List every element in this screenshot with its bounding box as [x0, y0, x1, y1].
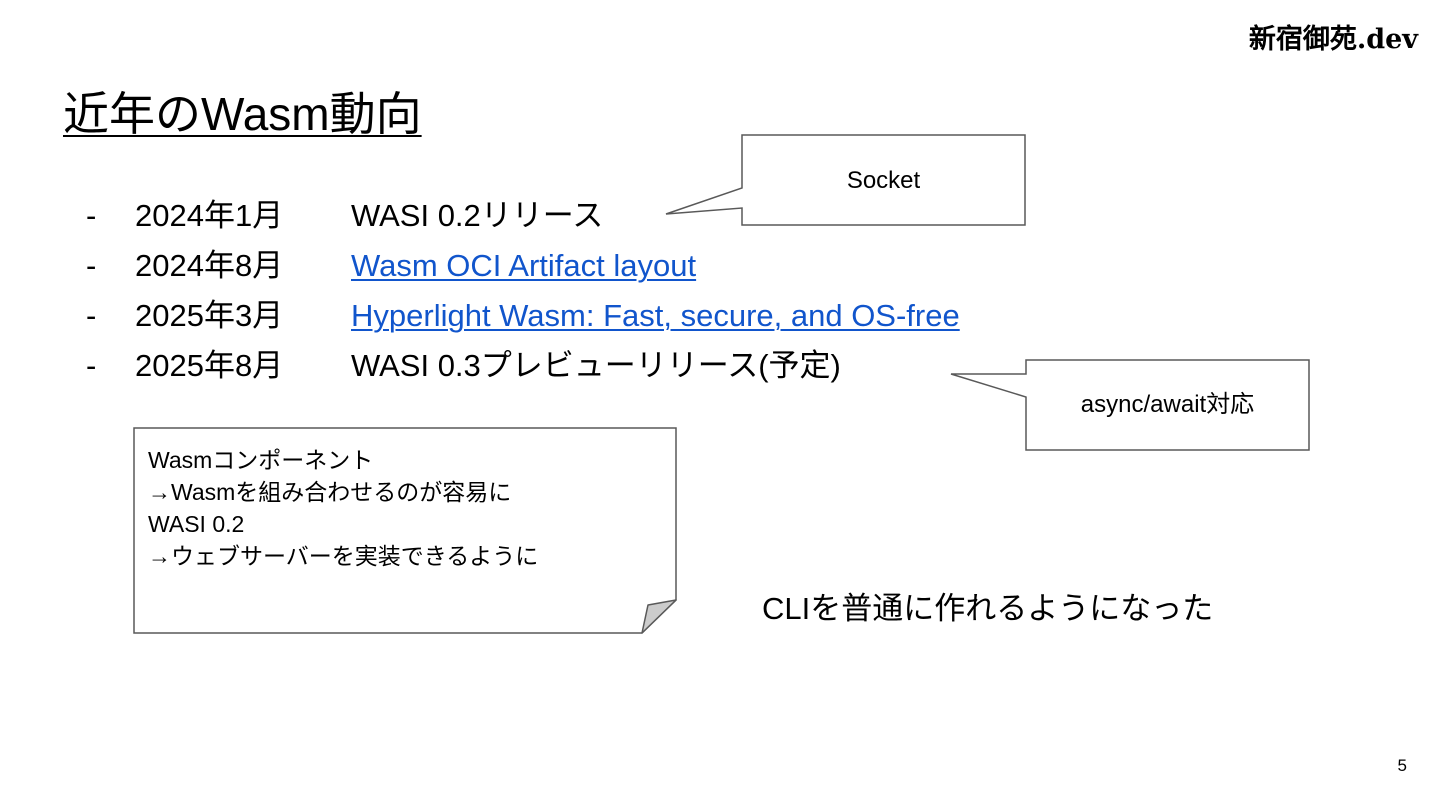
- bullet-dash: -: [86, 248, 97, 283]
- timeline-event: WASI 0.2リリース: [351, 198, 604, 233]
- note-line: →ウェブサーバーを実装できるように: [148, 543, 539, 569]
- timeline-event: WASI 0.3プレビューリリース(予定): [351, 348, 841, 383]
- note-fold-shape: [641, 599, 677, 634]
- summary-text: CLIを普通に作れるようになった: [762, 591, 1214, 626]
- async-callout-label: async/await対応: [1080, 391, 1255, 418]
- brand-logo-text: 新宿御苑.dev: [1248, 24, 1418, 55]
- bullet-dash: -: [86, 348, 97, 383]
- timeline-event-link[interactable]: Wasm OCI Artifact layout: [351, 248, 697, 283]
- timeline-date: 2025年3月: [135, 298, 284, 333]
- note-line: →Wasmを組み合わせるのが容易に: [148, 479, 512, 505]
- timeline-date: 2025年8月: [135, 348, 284, 383]
- timeline-date: 2024年1月: [135, 198, 284, 233]
- slide-title: 近年のWasm動向: [63, 88, 422, 140]
- note-line: Wasmコンポーネント: [148, 447, 374, 473]
- note-line: WASI 0.2: [148, 511, 245, 537]
- bullet-dash: -: [86, 298, 97, 333]
- socket-callout-label: Socket: [846, 167, 921, 194]
- bullet-dash: -: [86, 198, 97, 233]
- timeline-date: 2024年8月: [135, 248, 284, 283]
- timeline-event-link[interactable]: Hyperlight Wasm: Fast, secure, and OS-fr…: [351, 298, 960, 333]
- page-number: 5: [1397, 756, 1407, 775]
- note-body: Wasmコンポーネント →Wasmを組み合わせるのが容易に WASI 0.2 →…: [148, 444, 538, 572]
